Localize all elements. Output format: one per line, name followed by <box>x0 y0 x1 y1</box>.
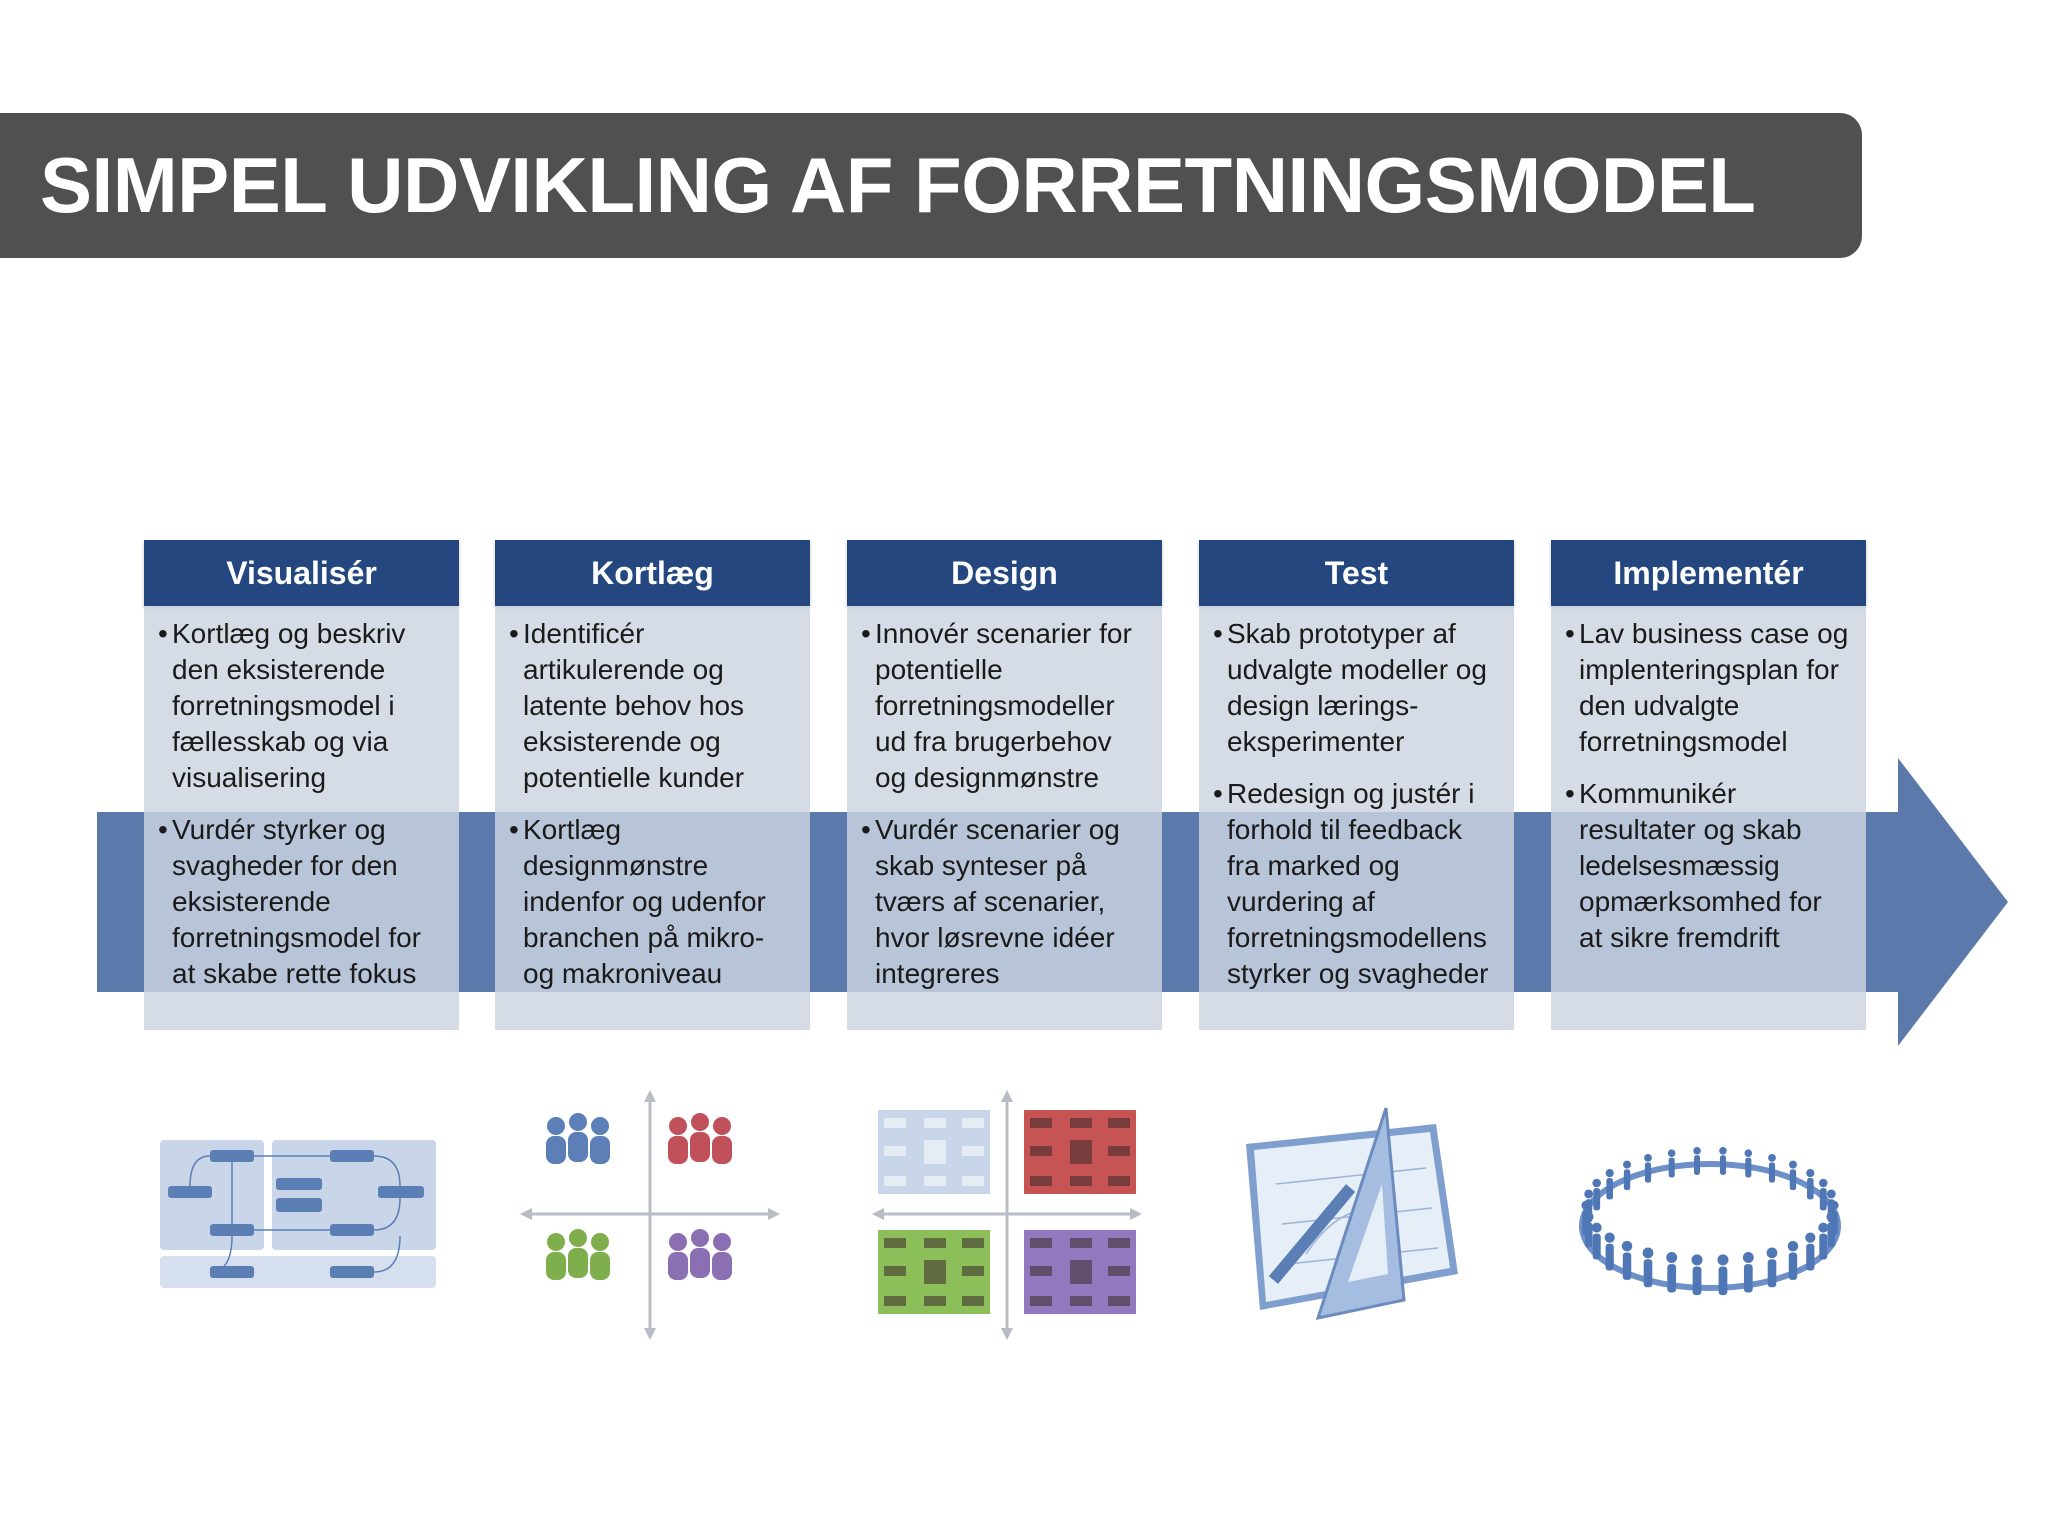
stage-body: •Lav business case og implenteringsplan … <box>1551 606 1866 1030</box>
stage-design: Design •Innovér scenarier for potentiell… <box>847 540 1162 1030</box>
stage-implementer: Implementér •Lav business case og implen… <box>1551 540 1866 1030</box>
slide-title: SIMPEL UDVIKLING AF FORRETNINGSMODEL <box>40 141 1756 229</box>
stage-header: Visualisér <box>144 540 459 606</box>
stage-body: •Kortlæg og beskriv den eksisterende for… <box>144 606 459 1030</box>
stage-header: Test <box>1199 540 1514 606</box>
stage-bullet: •Kommunikér resultater og skab ledelsesm… <box>1565 778 1822 953</box>
stage-body: •Identificér artikulerende og latente be… <box>495 606 810 1030</box>
stage-header: Kortlæg <box>495 540 810 606</box>
stage-bullet: •Vurdér styrker og svagheder for den eks… <box>158 814 422 989</box>
stage-body: •Innovér scenarier for potentielle forre… <box>847 606 1162 1030</box>
stage-bullet: •Innovér scenarier for potentielle forre… <box>861 618 1132 793</box>
stage-bullet: •Kortlæg og beskriv den eksisterende for… <box>158 618 406 793</box>
drafting-tools-icon <box>1246 1107 1458 1320</box>
people-circle-icon <box>1579 1147 1841 1296</box>
stage-bullet: •Redesign og justér i forhold til feedba… <box>1213 778 1489 989</box>
stage-bullet: •Kortlæg designmønstre indenfor og udenf… <box>509 814 766 989</box>
stage-bullet: •Identificér artikulerende og latente be… <box>509 618 745 793</box>
stage-header: Design <box>847 540 1162 606</box>
stage-bullet: •Skab prototyper af udvalgte modeller og… <box>1213 618 1487 757</box>
stage-bullet: •Lav business case og implenteringsplan … <box>1565 618 1849 757</box>
stage-bullet: •Vurdér scenarier og skab synteser på tv… <box>861 814 1120 989</box>
process-diagram-icon <box>160 1140 436 1288</box>
stage-visualiser: Visualisér •Kortlæg og beskriv den eksis… <box>144 540 459 1030</box>
title-bar: SIMPEL UDVIKLING AF FORRETNINGSMODEL <box>0 113 1862 258</box>
stage-header: Implementér <box>1551 540 1866 606</box>
stage-test: Test •Skab prototyper af udvalgte modell… <box>1199 540 1514 1030</box>
stage-kortlaeg: Kortlæg •Identificér artikulerende og la… <box>495 540 810 1030</box>
people-quadrant-icon <box>520 1090 780 1340</box>
stage-body: •Skab prototyper af udvalgte modeller og… <box>1199 606 1514 1030</box>
scenario-quadrant-icon <box>872 1090 1142 1340</box>
